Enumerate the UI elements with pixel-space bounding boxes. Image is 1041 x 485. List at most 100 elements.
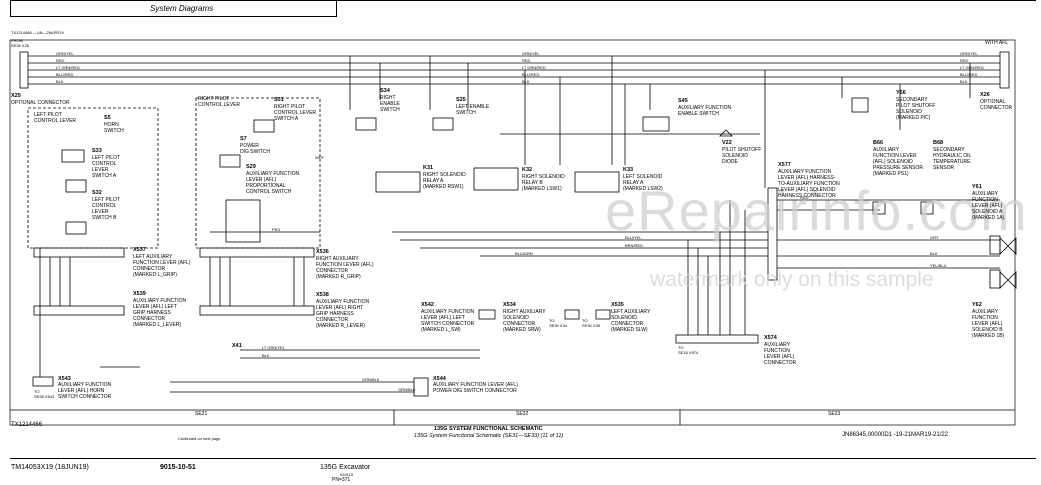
- wire-label: GRN/YEL: [960, 51, 978, 56]
- x41-id: X41: [232, 343, 242, 349]
- s34-label: RIGHT ENABLE SWITCH: [380, 95, 400, 113]
- wire-label: PED: [272, 227, 281, 232]
- wire-label: GRY: [930, 235, 939, 240]
- wire-label: BLK: [56, 79, 64, 84]
- v22-label: PILOT SHUTOFF SOLENOID DIODE: [722, 147, 762, 165]
- figure-id: TX1214466: [11, 422, 43, 428]
- b66-label: AUXILIARY FUNCTION LEVER (AFL) SOLENOID …: [873, 147, 924, 177]
- footer-model: 135G Excavator: [320, 464, 371, 471]
- footer-rule: [10, 458, 1036, 459]
- right-lever-label: RIGHT PILOT CONTROL LEVER: [198, 96, 241, 108]
- wire-label: RED: [960, 58, 969, 63]
- connector-x25-label: OPTIONAL CONNECTOR: [11, 100, 70, 106]
- x543-id: X543: [58, 376, 71, 382]
- wire-label: BLK: [960, 79, 968, 84]
- s32-id: S32: [92, 190, 102, 196]
- from-label: FROM: [11, 38, 23, 43]
- x536-id: X536: [316, 249, 329, 255]
- x574-label: AUXILIARY FUNCTION LEVER (AFL) CONNECTOR: [764, 342, 797, 366]
- y62-label: AUXILIARY FUNCTION LEVER (AFL) SOLENOID …: [972, 309, 1005, 339]
- s29-label: AUXILIARY FUNCTION LEVER (AFL) PROPORTIO…: [246, 171, 300, 195]
- s35-label: LEFT ENABLE SWITCH: [456, 104, 490, 116]
- wire-label: GRN/BLK: [398, 387, 416, 392]
- s45-id: S45: [678, 98, 688, 104]
- x539-id: X539: [133, 291, 146, 297]
- s5-label: HORN SWITCH: [104, 122, 124, 134]
- wire-label: LT GRN/YEL: [262, 345, 285, 350]
- footer-page: 9015-10-51: [160, 464, 196, 471]
- s35-id: S35: [456, 97, 466, 103]
- k32-label: RIGHT SOLENOID RELAY B (MARKED LSW1): [522, 174, 565, 192]
- s33-label: LEFT PILOT CONTROL LEVER SWITCH A: [92, 155, 120, 179]
- s32-label: LEFT PILOT CONTROL LEVER SWITCH B: [92, 197, 120, 221]
- watermark-sub: watermark only on this sample: [650, 268, 934, 291]
- header-box: [10, 0, 337, 17]
- wire-label: LT GRN/RED: [56, 65, 80, 70]
- wire-label: BLU/RED: [960, 72, 978, 77]
- footer-doc: TM14053X19 (18JUN19): [11, 464, 89, 471]
- x544-label: AUXILIARY FUNCTION LEVER (AFL) POWER DIG…: [433, 382, 518, 394]
- section-se31: SE31: [195, 411, 208, 417]
- left-lever-label: LEFT PILOT CONTROL LEVER: [34, 112, 77, 124]
- k33-id: K33: [623, 167, 634, 173]
- y62-id: Y62: [972, 302, 982, 308]
- b68-id: B68: [933, 140, 944, 146]
- x577-id: X577: [778, 162, 791, 168]
- connector-x26-id: X26: [980, 92, 990, 98]
- with-afl-label: WITH AFL: [985, 40, 1009, 46]
- x534-label: RIGHT AUXILIARY SOLENOID CONNECTOR (MARK…: [503, 309, 546, 333]
- s31-label: RIGHT PILOT CONTROL LEVER SWITCH A: [274, 104, 317, 122]
- to-ref-x543: TO SE28 X543: [34, 389, 55, 399]
- x542-id: X542: [421, 302, 434, 308]
- from-ref: SE26 X26: [11, 43, 30, 48]
- b66-id: B66: [873, 140, 884, 146]
- y61-label: AUXILIARY FUNCTION LEVER (AFL) SOLENOID …: [972, 191, 1005, 221]
- wire-label: BLK: [930, 251, 938, 256]
- x538-id: X538: [316, 292, 329, 298]
- wire-label: RED: [56, 58, 65, 63]
- continued-note: Continued on next page: [178, 436, 221, 441]
- schematic-frame: [9, 39, 1016, 426]
- header-rule: [10, 0, 1036, 1]
- wire-label: BLU/GRN: [515, 251, 533, 256]
- s33-id: S33: [92, 148, 102, 154]
- x535-label: LEFT AUXILIARY SOLENOID CONNECTOR (MARKE…: [611, 309, 651, 333]
- s7-label: POWER DIG SWITCH: [240, 143, 270, 155]
- x543-label: AUXILIARY FUNCTION LEVER (AFL) HORN SWIT…: [58, 382, 112, 400]
- wire-label: BLK: [262, 353, 270, 358]
- x534-id: X534: [503, 302, 516, 308]
- s31-id: S31: [274, 97, 284, 103]
- wire-label: GRN/BLK: [362, 377, 380, 382]
- k33-label: LEFT SOLENOID RELAY A (MARKED LSW2): [623, 174, 663, 192]
- wire-label: GRN/YEL: [522, 51, 540, 56]
- s34-id: S34: [380, 88, 390, 94]
- to-ref-x535: TO SE30 X35: [582, 318, 601, 328]
- x577-label: AUXILIARY FUNCTION LEVER (AFL) HARNESS- …: [778, 169, 840, 199]
- y66-label: SECONDARY PILOT SHUTOFF SOLENOID (MARKED…: [896, 97, 936, 121]
- connector-x26-label: OPTIONAL CONNECTOR: [980, 99, 1013, 111]
- wire-label: GRN/YEL: [56, 51, 74, 56]
- k31-id: K31: [423, 165, 434, 171]
- figure-ref-top: TX1214466 —UN—29APR19: [11, 30, 64, 35]
- x574-id: X574: [764, 335, 777, 341]
- footer-pn: PN=371: [332, 477, 351, 483]
- s7-id: S7: [240, 136, 247, 142]
- x537-label: LEFT AUXILIARY FUNCTION LEVER (AFL) CONN…: [133, 254, 191, 278]
- wire-label: RED: [522, 58, 531, 63]
- x537-id: X537: [133, 247, 146, 253]
- s29-id: S29: [246, 164, 256, 170]
- drawing-ref: JN86345,00000D1 -19-21MAR19-21/22: [842, 432, 949, 438]
- section-se33: SE33: [828, 411, 841, 417]
- footer-date: 020119: [340, 472, 354, 477]
- s45-label: AUXILIARY FUNCTION ENABLE SWITCH: [678, 105, 732, 117]
- b68-label: SECONDARY HYDRAULIC OIL TEMPERATURE SENS…: [933, 147, 972, 171]
- wire-label: BLU/RED: [522, 72, 540, 77]
- wire-label: BLK: [522, 79, 530, 84]
- s5-id: S5: [104, 115, 111, 121]
- k31-label: RIGHT SOLENOID RELAY A (MARKED RSW1): [423, 172, 466, 190]
- wire-label: WHT: [315, 155, 325, 160]
- wire-label: LT GRN/RED: [960, 65, 984, 70]
- wire-label: YEL/BLU: [930, 263, 947, 268]
- x544-id: X544: [433, 376, 446, 382]
